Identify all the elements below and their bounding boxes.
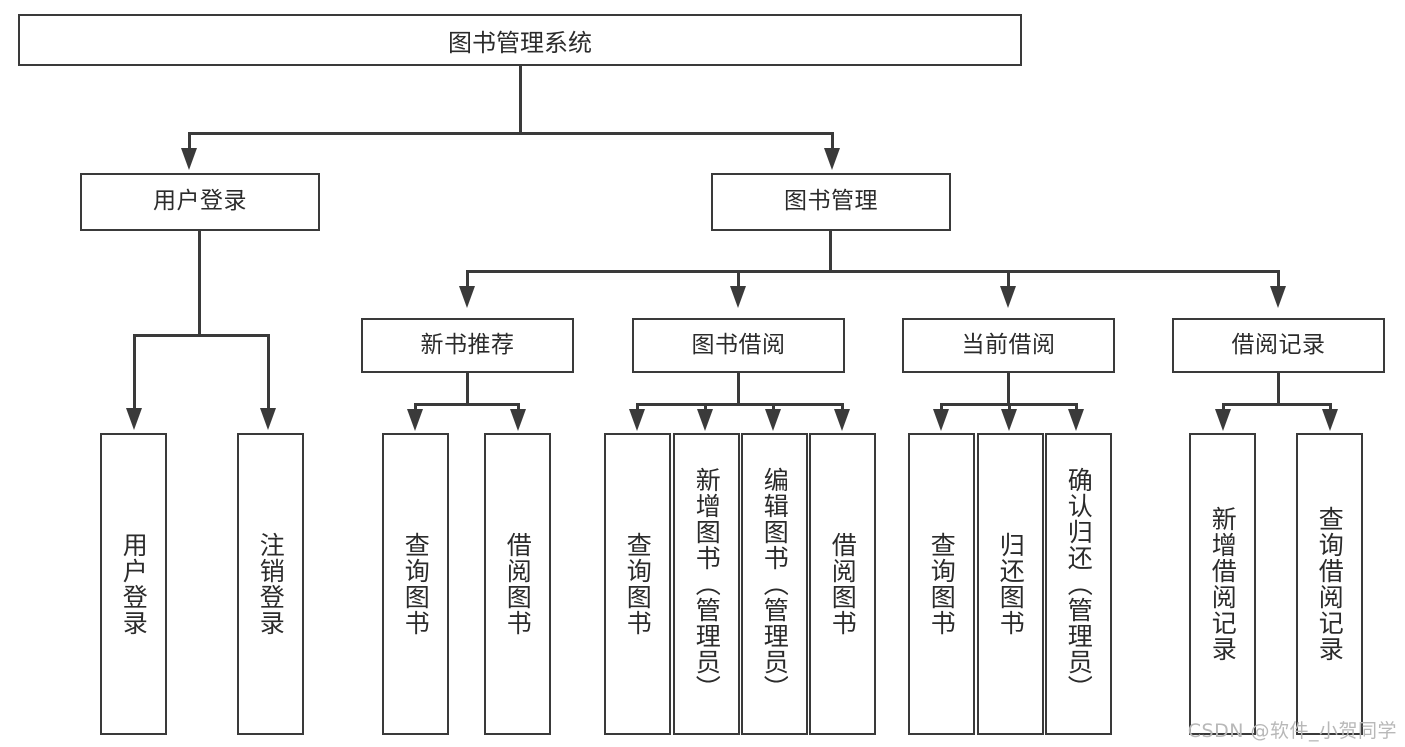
arrowhead-book-borrow-leaf-4 (834, 409, 850, 431)
connector-book-borrow-stem (737, 373, 740, 405)
node-book-management[interactable]: 图书管理 (711, 173, 951, 231)
arrowhead-book-borrow-leaf-1 (629, 409, 645, 431)
connector-level2-drop-3 (1007, 270, 1010, 288)
leaf-query-book-borrow[interactable]: 查询图书 (604, 433, 671, 735)
connector-current-borrow-stem (1007, 373, 1010, 405)
arrowhead-to-new-book-recommend (459, 286, 475, 308)
arrowhead-new-book-leaf-1 (407, 409, 423, 431)
connector-borrow-record-drop-1 (1222, 403, 1225, 411)
connector-book-borrow-bus (636, 403, 844, 406)
arrowhead-to-book-borrow (730, 286, 746, 308)
arrowhead-book-borrow-leaf-2 (697, 409, 713, 431)
leaf-edit-book-admin[interactable]: 编辑图书（管理员） (741, 433, 808, 735)
arrowhead-borrow-record-leaf-2 (1322, 409, 1338, 431)
arrowhead-book-borrow-leaf-3 (765, 409, 781, 431)
watermark-text: CSDN @软件_小贺同学 (1187, 720, 1397, 742)
connector-borrow-record-bus (1222, 403, 1332, 406)
connector-book-borrow-drop-3 (772, 403, 775, 411)
connector-book-management-stem (829, 231, 832, 272)
leaf-query-book-current[interactable]: 查询图书 (908, 433, 975, 735)
node-current-borrow[interactable]: 当前借阅 (902, 318, 1115, 373)
connector-new-book-bus (414, 403, 520, 406)
connector-user-login-stem (198, 231, 201, 336)
leaf-borrow-book-recommend[interactable]: 借阅图书 (484, 433, 551, 735)
arrowhead-new-book-leaf-2 (510, 409, 526, 431)
connector-new-book-stem (466, 373, 469, 405)
node-user-login[interactable]: 用户登录 (80, 173, 320, 231)
connector-level2-bus (466, 270, 1280, 273)
connector-current-borrow-drop-1 (940, 403, 943, 411)
connector-root-stem (519, 66, 522, 134)
connector-current-borrow-drop-2 (1008, 403, 1011, 411)
leaf-return-book[interactable]: 归还图书 (977, 433, 1044, 735)
connector-level2-drop-4 (1277, 270, 1280, 288)
arrowhead-to-user-login (181, 148, 197, 170)
arrowhead-to-current-borrow (1000, 286, 1016, 308)
connector-level1-bus (188, 132, 834, 135)
leaf-query-borrow-record[interactable]: 查询借阅记录 (1296, 433, 1363, 735)
leaf-borrow-book[interactable]: 借阅图书 (809, 433, 876, 735)
connector-current-borrow-drop-3 (1075, 403, 1078, 411)
connector-book-borrow-drop-1 (636, 403, 639, 411)
connector-user-login-drop-2 (267, 334, 270, 410)
arrowhead-to-book-management (824, 148, 840, 170)
connector-new-book-drop-1 (414, 403, 417, 411)
connector-level2-drop-1 (466, 270, 469, 288)
arrowhead-current-borrow-leaf-2 (1001, 409, 1017, 431)
arrowhead-to-leaf-logout (260, 408, 276, 430)
arrowhead-borrow-record-leaf-1 (1215, 409, 1231, 431)
leaf-query-book-recommend[interactable]: 查询图书 (382, 433, 449, 735)
arrowhead-current-borrow-leaf-1 (933, 409, 949, 431)
leaf-user-login[interactable]: 用户登录 (100, 433, 167, 735)
connector-book-borrow-drop-2 (704, 403, 707, 411)
connector-level1-drop-2 (831, 132, 834, 150)
connector-book-borrow-drop-4 (841, 403, 844, 411)
arrowhead-to-leaf-user-login (126, 408, 142, 430)
leaf-logout[interactable]: 注销登录 (237, 433, 304, 735)
connector-new-book-drop-2 (517, 403, 520, 411)
node-new-book-recommend[interactable]: 新书推荐 (361, 318, 574, 373)
leaf-add-borrow-record[interactable]: 新增借阅记录 (1189, 433, 1256, 735)
leaf-confirm-return-admin[interactable]: 确认归还（管理员） (1045, 433, 1112, 735)
node-root-system[interactable]: 图书管理系统 (18, 14, 1022, 66)
connector-level1-drop-1 (188, 132, 191, 150)
connector-user-login-bus (133, 334, 270, 337)
connector-level2-drop-2 (737, 270, 740, 288)
node-borrow-record[interactable]: 借阅记录 (1172, 318, 1385, 373)
arrowhead-current-borrow-leaf-3 (1068, 409, 1084, 431)
connector-borrow-record-drop-2 (1329, 403, 1332, 411)
node-book-borrow[interactable]: 图书借阅 (632, 318, 845, 373)
connector-borrow-record-stem (1277, 373, 1280, 405)
connector-user-login-drop-1 (133, 334, 136, 410)
leaf-add-book-admin[interactable]: 新增图书（管理员） (673, 433, 740, 735)
arrowhead-to-borrow-record (1270, 286, 1286, 308)
